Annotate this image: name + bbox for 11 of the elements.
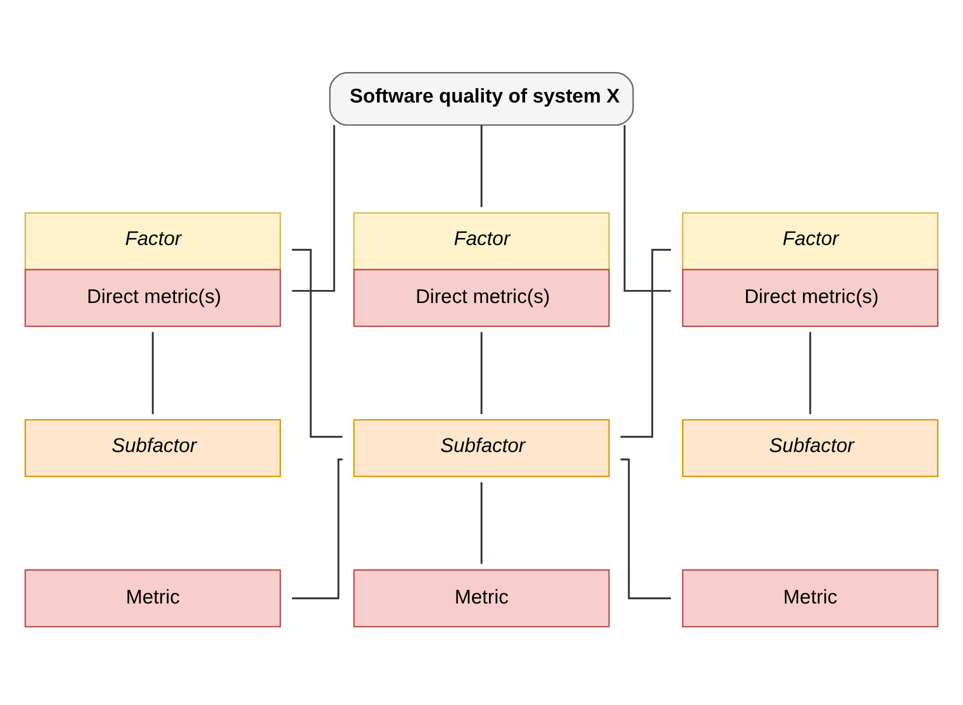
connector	[480, 482, 482, 564]
connector	[620, 248, 671, 438]
connector	[624, 125, 671, 292]
connector	[480, 125, 482, 208]
connector	[292, 125, 336, 292]
node-box: Software quality of system X	[329, 72, 634, 126]
connector	[480, 332, 482, 414]
connector	[292, 248, 342, 438]
connector	[152, 332, 154, 414]
connector	[809, 332, 812, 414]
connector	[292, 458, 343, 600]
